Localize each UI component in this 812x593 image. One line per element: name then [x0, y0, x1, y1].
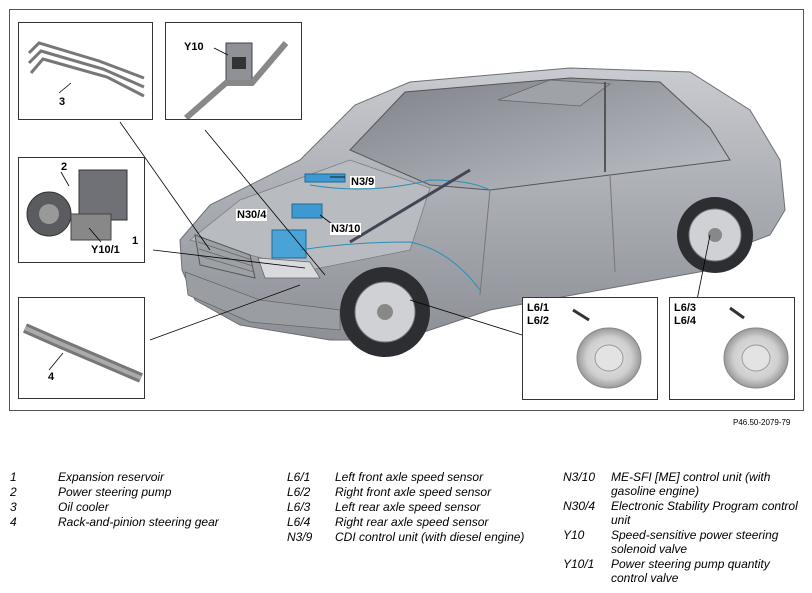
legend-key: L6/2	[287, 485, 311, 499]
ecu-n3-10	[291, 203, 323, 219]
callout-y10: Y10	[184, 41, 204, 53]
legend-key: Y10/1	[563, 557, 595, 571]
legend-item: L6/3 Left rear axle speed sensor	[287, 500, 527, 514]
legend-description: Oil cooler	[58, 500, 109, 514]
legend-key: 4	[10, 515, 17, 529]
legend-description: CDI control unit (with diesel engine)	[335, 530, 525, 544]
callout-n3-9: N3/9	[350, 176, 376, 188]
legend-item: N3/10 ME-SFI [ME] control unit (with gaso…	[563, 470, 807, 498]
label-l6-3: L6/3	[674, 302, 697, 314]
legend-description: ME-SFI [ME] control unit (with gasoline …	[611, 470, 771, 498]
legend-item: 2 Power steering pump	[10, 485, 260, 499]
callout-4: 4	[48, 371, 55, 383]
legend-item: N30/4 Electronic Stability Program contro…	[563, 499, 807, 527]
pump-illustration	[26, 169, 128, 243]
label-l6-2: L6/2	[527, 315, 550, 327]
legend-item: 4 Rack-and-pinion steering gear	[10, 515, 260, 529]
oil-cooler-illustration	[27, 41, 145, 98]
legend-key: 1	[10, 470, 17, 484]
inset-steering-valve: Y10	[165, 22, 302, 120]
legend-description: Rack-and-pinion steering gear	[58, 515, 219, 529]
legend-key: L6/4	[287, 515, 311, 529]
legend-item: L6/4 Right rear axle speed sensor	[287, 515, 527, 529]
front-brake-disc-illustration	[572, 308, 642, 389]
legend-item: Y10 Speed-sensitive power steering soleno…	[563, 528, 807, 556]
legend-key: N3/9	[287, 530, 313, 544]
label-l6-4: L6/4	[674, 315, 697, 327]
callout-1: 1	[132, 235, 139, 247]
legend-description: Speed-sensitive power steering solenoid …	[611, 528, 779, 556]
legend-key: L6/3	[287, 500, 311, 514]
legend-key: 3	[10, 500, 17, 514]
inset-power-steering-pump: 2 Y10/1	[18, 157, 145, 263]
inset-rear-speed-sensor: L6/3 L6/4	[669, 297, 795, 400]
legend-key: Y10	[563, 528, 585, 542]
legend-key: N30/4	[563, 499, 596, 513]
legend-item: 1 Expansion reservoir	[10, 470, 260, 484]
legend-description: Power steering pump quantity control val…	[611, 557, 770, 585]
steering-gear-illustration	[22, 323, 143, 383]
callout-y10-1: Y10/1	[91, 244, 120, 256]
callout-2: 2	[61, 161, 68, 173]
inset-steering-gear: 4	[18, 297, 145, 399]
ecu-n3-9	[304, 173, 346, 183]
legend-item: L6/1 Left front axle speed sensor	[287, 470, 527, 484]
legend-description: Right rear axle speed sensor	[335, 515, 489, 529]
legend-item: 3 Oil cooler	[10, 500, 260, 514]
steering-valve-illustration	[184, 41, 289, 119]
rear-wheel	[677, 197, 753, 273]
legend-description: Right front axle speed sensor	[335, 485, 492, 499]
legend-description: Power steering pump	[58, 485, 172, 499]
label-l6-1: L6/1	[527, 302, 550, 314]
legend-key: L6/1	[287, 470, 311, 484]
legend-item: N3/9 CDI control unit (with diesel engine…	[287, 530, 527, 544]
callout-n30-4: N30/4	[236, 209, 268, 221]
legend-item: Y10/1 Power steering pump quantity contro…	[563, 557, 807, 585]
legend-key: 2	[10, 485, 17, 499]
component-diagram: 3 Y10 2 Y10/1 4	[9, 9, 804, 411]
legend-description: Electronic Stability Program control uni…	[611, 499, 798, 527]
wiring-harness	[309, 179, 491, 191]
legend-description: Left front axle speed sensor	[335, 470, 484, 484]
legend-item: L6/2 Right front axle speed sensor	[287, 485, 527, 499]
legend-description: Left rear axle speed sensor	[335, 500, 481, 514]
legend-column-3: N3/10 ME-SFI [ME] control unit (with gaso…	[563, 470, 807, 586]
inset-oil-cooler: 3	[18, 22, 153, 120]
legend-column-1: 1 Expansion reservoir 2 Power steering pump…	[10, 470, 260, 530]
callout-3: 3	[59, 96, 66, 108]
legend-description: Expansion reservoir	[58, 470, 165, 484]
callout-n3-10: N3/10	[330, 223, 362, 235]
front-wheel	[340, 267, 430, 357]
inset-front-speed-sensor: L6/1 L6/2	[522, 297, 658, 400]
rear-brake-disc-illustration	[723, 306, 789, 389]
figure-reference: P46.50-2079-79	[733, 418, 791, 427]
ecu-n30-4	[271, 229, 307, 259]
steering-column	[349, 168, 471, 244]
legend-key: N3/10	[563, 470, 596, 484]
